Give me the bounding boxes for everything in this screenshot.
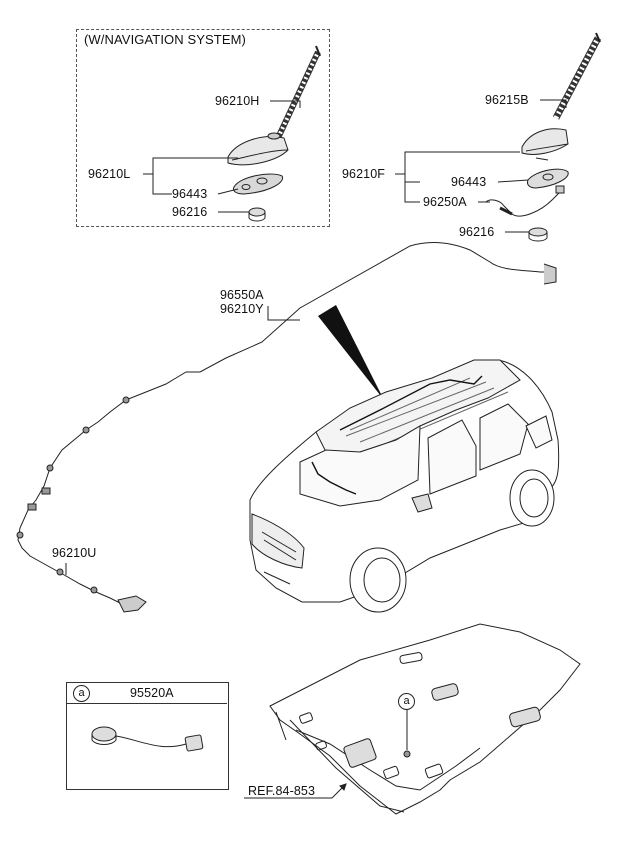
nav-gasket-96443-icon bbox=[233, 173, 284, 195]
antenna-cable-icon bbox=[16, 242, 557, 613]
headliner-callout: a bbox=[398, 693, 415, 710]
leader-96210L bbox=[143, 157, 238, 195]
part-label-96250A: 96250A bbox=[423, 195, 467, 209]
leader-96210H bbox=[270, 100, 301, 108]
legend-box bbox=[66, 682, 229, 790]
nav-antenna-mast-icon bbox=[275, 45, 321, 140]
legend-box-header bbox=[66, 682, 227, 704]
legend-callout: a bbox=[73, 685, 90, 702]
leader-96550A bbox=[267, 306, 300, 321]
reference-label[interactable]: REF.84-853 bbox=[248, 784, 316, 798]
antenna-lead-96250A-icon bbox=[485, 185, 565, 217]
legend-part-label: 95520A bbox=[130, 686, 174, 700]
headliner-icon bbox=[269, 623, 581, 815]
part-label-96210H: 96210H bbox=[215, 94, 260, 108]
part-label-96216-nav: 96216 bbox=[172, 205, 208, 219]
part-label-96550A: 96550A bbox=[220, 288, 264, 302]
microphone-icon bbox=[91, 726, 204, 752]
leader-96210F bbox=[395, 151, 520, 203]
leader-96443 bbox=[497, 179, 529, 183]
gasket-96443-icon bbox=[527, 168, 569, 189]
nav-system-group-box bbox=[76, 29, 330, 227]
pointer-arrow-icon bbox=[318, 305, 384, 400]
part-label-96216: 96216 bbox=[459, 225, 495, 239]
nav-shark-fin-antenna-icon bbox=[227, 132, 289, 166]
vehicle-icon bbox=[249, 359, 560, 613]
nav-nut-96216-icon bbox=[248, 207, 266, 222]
part-label-96210F: 96210F bbox=[342, 167, 385, 181]
part-label-96210L: 96210L bbox=[88, 167, 131, 181]
shark-fin-antenna-icon bbox=[521, 128, 569, 161]
ref-arrow bbox=[244, 783, 347, 799]
ref-arrow-head-icon bbox=[339, 783, 347, 791]
part-label-96210Y: 96210Y bbox=[220, 302, 264, 316]
part-label-96443-nav: 96443 bbox=[172, 187, 208, 201]
part-label-96210U: 96210U bbox=[52, 546, 97, 560]
nut-96216-icon bbox=[528, 227, 548, 242]
part-label-96443: 96443 bbox=[451, 175, 487, 189]
nav-system-title: (W/NAVIGATION SYSTEM) bbox=[84, 32, 246, 47]
part-label-96215B: 96215B bbox=[485, 93, 529, 107]
leader-96443-nav bbox=[217, 188, 239, 195]
leader-96215B bbox=[540, 99, 567, 108]
whip-antenna-mast-icon bbox=[552, 32, 602, 120]
